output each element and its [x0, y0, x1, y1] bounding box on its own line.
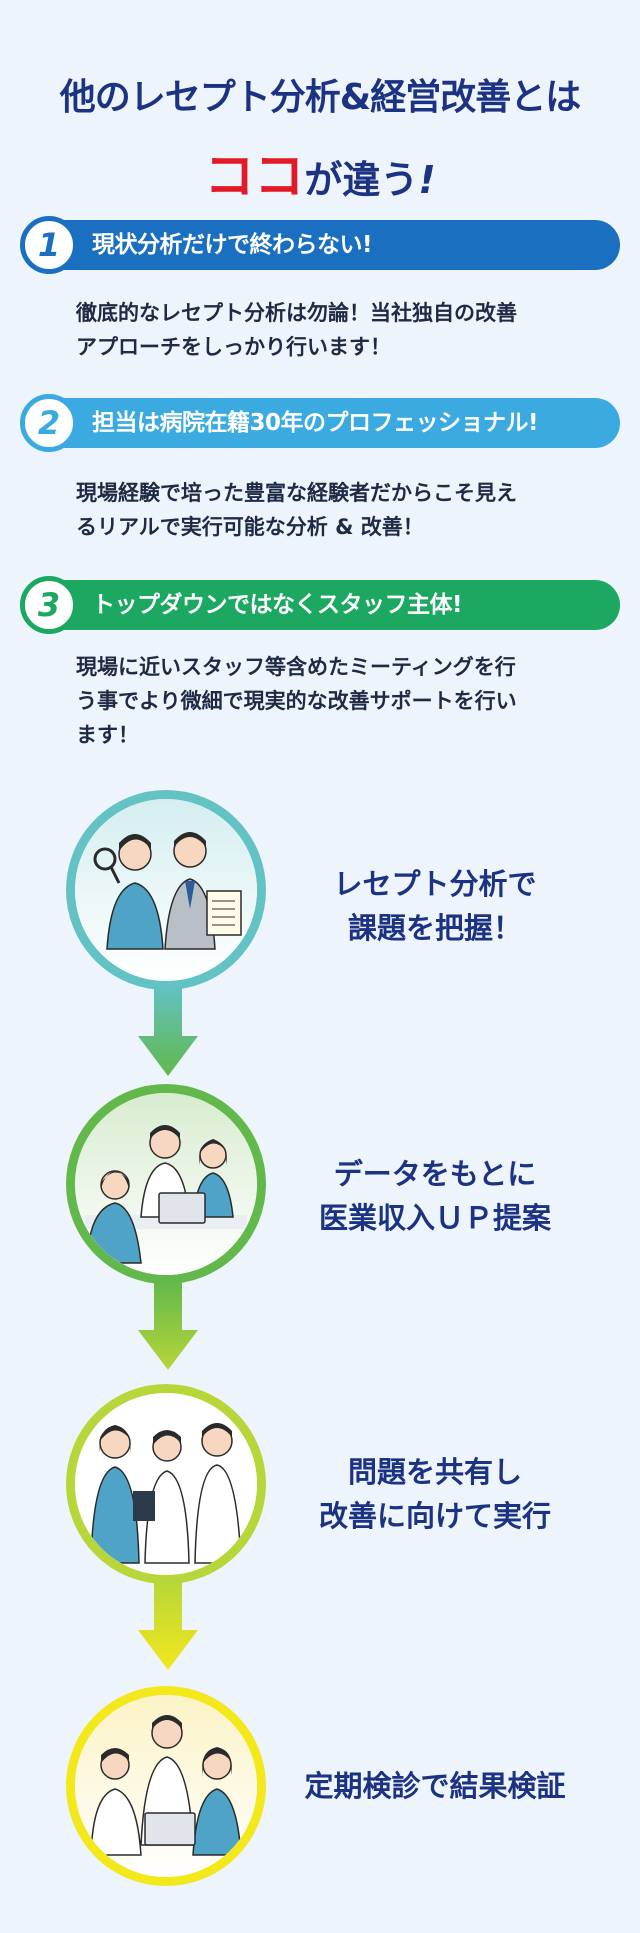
step-2-circle	[66, 1084, 266, 1284]
feature-1-desc-line2: アプローチをしっかり行います！	[76, 335, 391, 359]
step-4-circle	[66, 1686, 266, 1886]
feature-1-title: 現状分析だけで終わらない!	[92, 232, 373, 258]
headline-exclamation: !	[418, 158, 436, 202]
step-2-text: データをもとに 医業収入ＵＰ提案	[280, 1152, 590, 1240]
analysis-illustration	[75, 799, 257, 981]
step-1-line2: 課題を把握！	[347, 911, 522, 945]
feature-1-pill: 1 現状分析だけで終わらない!	[20, 216, 620, 274]
step-3-line1: 問題を共有し	[347, 1455, 522, 1489]
step-3-circle	[66, 1384, 266, 1584]
feature-3-title: トップダウンではなくスタッフ主体!	[92, 592, 463, 618]
step-2-line1: データをもとに	[333, 1157, 537, 1191]
step-4-text: 定期検診で結果検証	[280, 1764, 590, 1808]
feature-2-desc-line2: るリアルで実行可能な分析 & 改善！	[76, 515, 424, 539]
headline-line1: 他のレセプト分析&経営改善とは	[59, 77, 581, 118]
feature-1-number-badge: 1	[20, 216, 78, 274]
step-1-line1: レセプト分析で	[333, 867, 537, 901]
feature-3-desc-line3: ます！	[76, 723, 139, 747]
page-headline: 他のレセプト分析&経営改善とは ココが違う!	[0, 68, 640, 208]
feature-2-title: 担当は病院在籍30年のプロフェッショナル!	[92, 410, 539, 436]
proposal-illustration	[75, 1093, 257, 1275]
step-4-line1: 定期検診で結果検証	[304, 1769, 566, 1803]
feature-3-desc-line1: 現場に近いスタッフ等含めたミーティングを行	[76, 655, 516, 679]
feature-2-number-badge: 2	[20, 394, 78, 452]
feature-3-number-badge: 3	[20, 576, 78, 634]
step-3-down-arrow-icon	[138, 1580, 198, 1670]
feature-2-desc-line1: 現場経験で培った豊富な経験者だからこそ見え	[76, 481, 517, 505]
feature-1-description: 徹底的なレセプト分析は勿論！当社独自の改善 アプローチをしっかり行います！	[76, 296, 596, 364]
step-1-circle	[66, 790, 266, 990]
headline-accent: ココ	[204, 147, 305, 205]
sharing-illustration	[75, 1393, 257, 1575]
feature-1-desc-line1: 徹底的なレセプト分析は勿論！当社独自の改善	[76, 301, 517, 325]
headline-line2: ココが違う!	[0, 136, 640, 208]
feature-2-description: 現場経験で培った豊富な経験者だからこそ見え るリアルで実行可能な分析 & 改善！	[76, 476, 596, 544]
verification-illustration	[75, 1695, 257, 1877]
feature-2-pill: 2 担当は病院在籍30年のプロフェッショナル!	[20, 394, 620, 452]
step-3-text: 問題を共有し 改善に向けて実行	[280, 1450, 590, 1538]
feature-3-pill: 3 トップダウンではなくスタッフ主体!	[20, 576, 620, 634]
step-2-line2: 医業収入ＵＰ提案	[318, 1201, 551, 1235]
step-3-line2: 改善に向けて実行	[318, 1499, 551, 1533]
step-1-text: レセプト分析で 課題を把握！	[280, 862, 590, 950]
step-1-down-arrow-icon	[138, 986, 198, 1076]
feature-3-description: 現場に近いスタッフ等含めたミーティングを行 う事でより微細で現実的な改善サポート…	[76, 650, 596, 752]
headline-rest: が違う	[304, 158, 419, 202]
feature-3-desc-line2: う事でより微細で現実的な改善サポートを行い	[76, 689, 517, 713]
step-2-down-arrow-icon	[138, 1280, 198, 1370]
